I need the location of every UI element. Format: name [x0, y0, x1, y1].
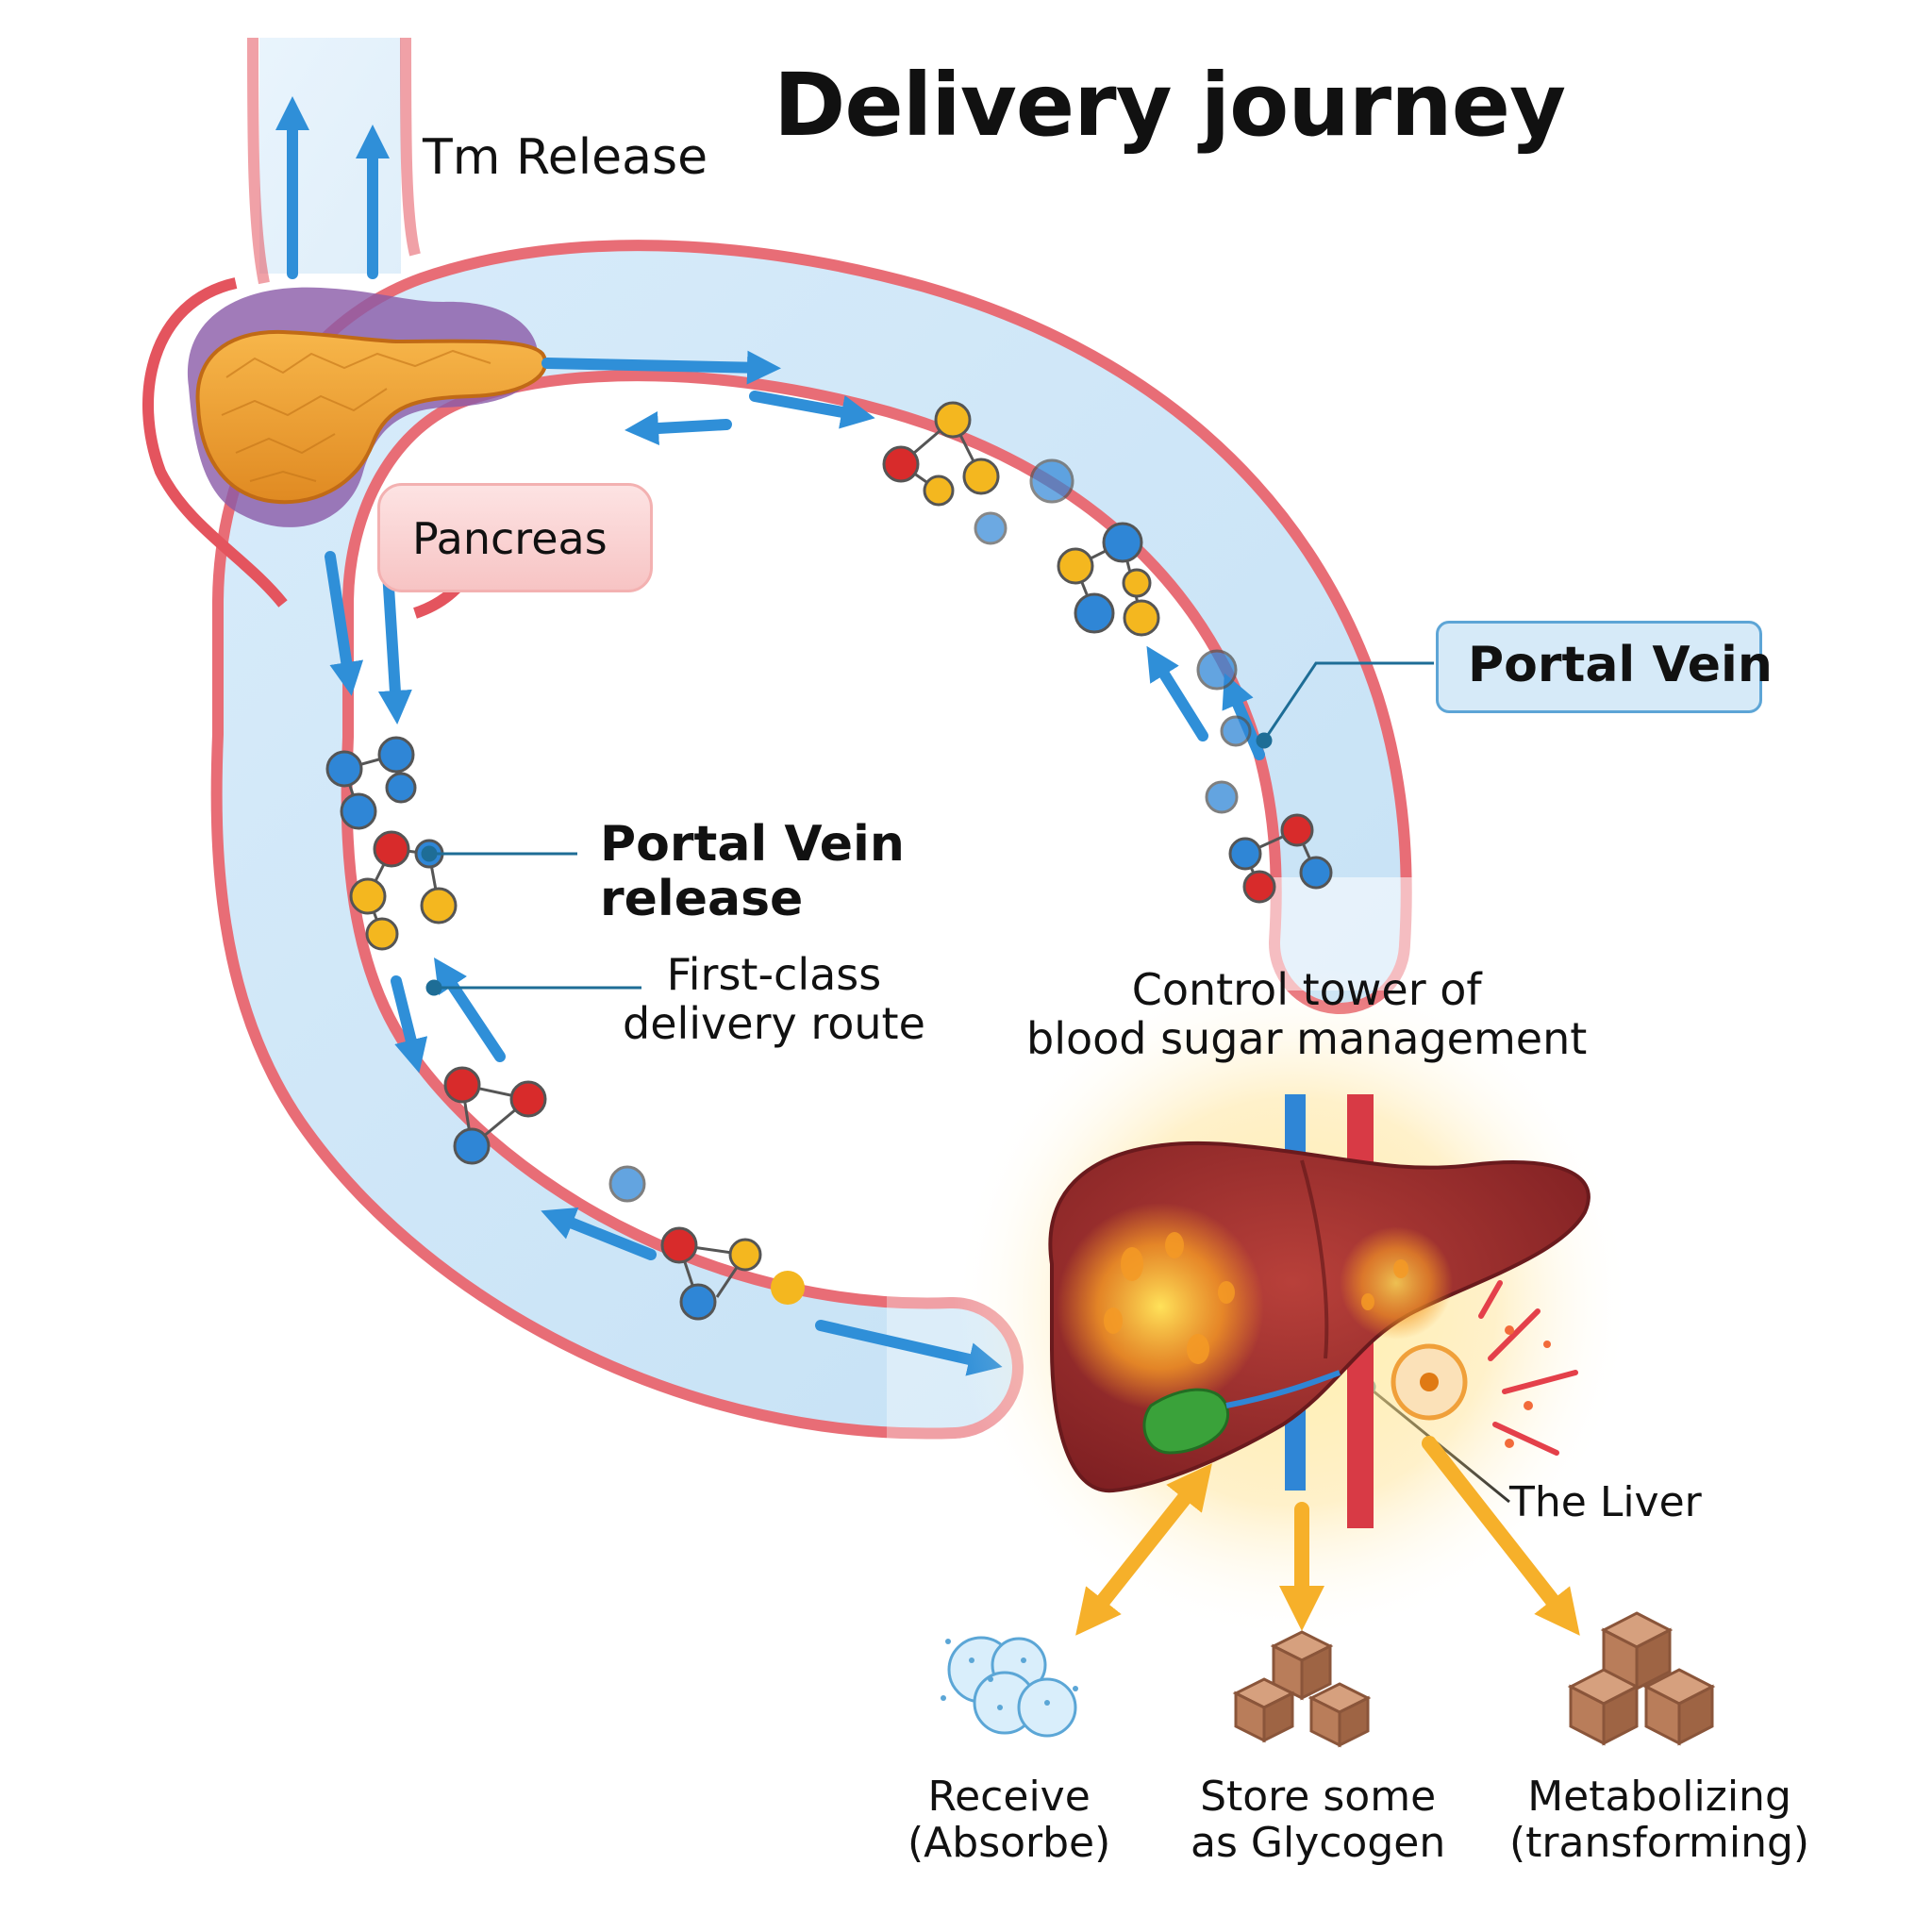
leader-portal-vein — [1262, 661, 1434, 741]
molecule-icon — [325, 736, 417, 830]
output-arrows — [1075, 1436, 1580, 1636]
vessel-top — [247, 37, 421, 285]
outcome-store: Store some as Glycogen — [1191, 1774, 1445, 1867]
molecule-icon — [882, 401, 1000, 507]
glycogen-cube-icon — [1232, 1630, 1372, 1748]
the-liver-label: The Liver — [1509, 1478, 1702, 1526]
portal-vein-release-line1: Portal Vein — [600, 816, 905, 873]
molecule-icon — [1196, 649, 1238, 691]
liver-icon — [953, 962, 1632, 1641]
glucose-sphere-icon — [941, 1636, 1078, 1738]
control-tower-label: Control tower of blood sugar management — [1026, 964, 1588, 1064]
pancreas-tag — [377, 483, 653, 592]
molecule-icon — [1029, 458, 1074, 504]
outcome-store-line1: Store some — [1200, 1773, 1437, 1821]
outcome-receive: Receive (Absorbe) — [908, 1774, 1110, 1867]
molecule-icon — [1220, 715, 1252, 747]
flow-arrow-icon — [541, 1207, 657, 1260]
molecules — [325, 401, 1333, 1321]
pancreas-icon — [187, 287, 548, 527]
outcome-receive-line2: (Absorbe) — [908, 1819, 1111, 1868]
molecule-icon — [349, 830, 458, 951]
control-tower-line1: Control tower of — [1131, 964, 1482, 1015]
glycogen-cube-icon — [1567, 1611, 1716, 1746]
molecule-icon — [443, 1066, 547, 1165]
outcome-metabolize-line1: Metabolizing — [1527, 1773, 1791, 1821]
molecule-icon — [1057, 522, 1160, 637]
molecule-icon — [974, 511, 1008, 545]
outcome-metabolize-line2: (transforming) — [1509, 1819, 1810, 1868]
flow-arrow-icon — [749, 391, 875, 429]
flow-arrow-icon — [625, 411, 732, 445]
first-class-line1: First-class — [666, 949, 882, 1000]
molecule-icon — [1205, 780, 1239, 814]
portal-vein-release-label: Portal Vein release — [600, 816, 905, 928]
portal-vein-release-line2: release — [600, 871, 804, 928]
portal-vein-label: Portal Vein — [1468, 637, 1773, 693]
portal-vein-box — [1436, 621, 1762, 713]
first-class-route-label: First-class delivery route — [623, 949, 925, 1049]
molecule-icon — [608, 1165, 646, 1203]
output-arrow-metabolize — [1422, 1436, 1580, 1636]
molecule-icon — [1228, 813, 1333, 904]
outcome-store-line2: as Glycogen — [1191, 1819, 1446, 1868]
page-title: Delivery journey — [774, 55, 1566, 156]
flow-arrow-icon — [325, 551, 364, 696]
molecule-icon — [660, 1226, 805, 1321]
first-class-line2: delivery route — [623, 997, 925, 1049]
output-arrow-absorb — [1075, 1463, 1212, 1636]
tm-release-label: Tm Release — [423, 129, 708, 186]
flow-arrow-icon — [541, 350, 781, 385]
control-tower-line2: blood sugar management — [1026, 1012, 1588, 1064]
pancreas-label: Pancreas — [412, 513, 608, 564]
flow-arrow-icon — [434, 958, 506, 1062]
flow-arrow-icon — [391, 975, 428, 1074]
outcome-metabolize: Metabolizing (transforming) — [1509, 1774, 1809, 1867]
flow-arrow-icon — [1146, 645, 1208, 741]
outcome-receive-line1: Receive — [927, 1773, 1091, 1821]
